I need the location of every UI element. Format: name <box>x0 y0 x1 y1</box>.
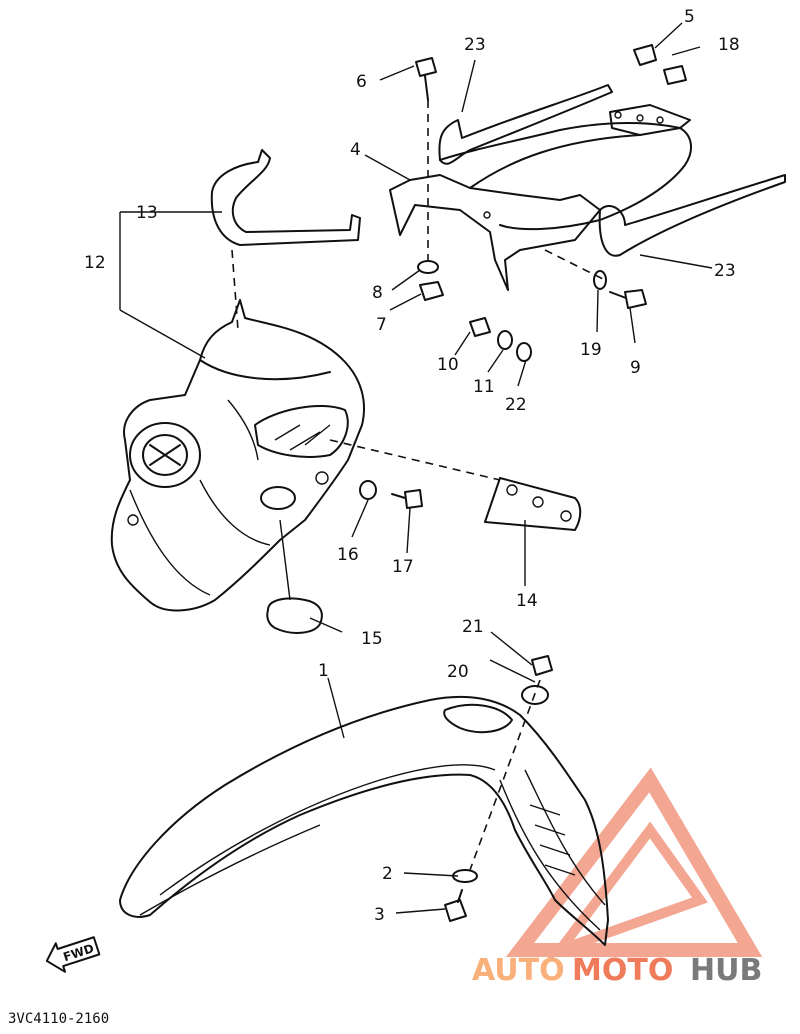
part-4-bracket <box>389 104 692 291</box>
label-11: 11 <box>473 377 495 397</box>
part-21-collar <box>531 655 553 676</box>
callout-labels: 1 2 3 4 5 6 7 8 9 10 11 12 13 14 15 16 1… <box>84 7 740 925</box>
watermark-logo-icon <box>505 767 763 961</box>
watermark-part-1: AUTO <box>472 953 565 988</box>
label-1: 1 <box>318 661 329 681</box>
part-23-mudflap-lower <box>598 174 786 257</box>
part-8-washer <box>417 260 439 274</box>
part-22-washer <box>516 342 532 362</box>
part-5-cap <box>633 44 657 66</box>
watermark-part-3: HUB <box>690 953 762 988</box>
part-17-bolt <box>391 489 423 509</box>
label-21: 21 <box>462 617 484 637</box>
part-6-bolt <box>415 57 437 101</box>
label-18: 18 <box>718 35 740 55</box>
part-23-mudflap-upper <box>438 84 613 165</box>
part-16-washer <box>359 480 377 500</box>
part-14-plate <box>484 477 582 531</box>
label-17: 17 <box>392 557 414 577</box>
part-7-nut <box>419 281 444 301</box>
label-15: 15 <box>361 629 383 649</box>
label-20: 20 <box>447 662 469 682</box>
label-5: 5 <box>684 7 695 27</box>
label-7: 7 <box>376 315 387 335</box>
label-19: 19 <box>580 340 602 360</box>
fwd-arrow-icon: FWD <box>45 936 101 973</box>
part-3-bolt <box>444 889 467 922</box>
label-9: 9 <box>630 358 641 378</box>
part-11-washer <box>497 330 513 350</box>
label-23-lower: 23 <box>714 261 736 281</box>
label-22: 22 <box>505 395 527 415</box>
assembly-lines <box>231 100 606 871</box>
diagram-code: 3VC4110-2160 <box>8 1011 109 1027</box>
part-18-cap <box>663 65 687 85</box>
part-1-front-fender <box>119 695 609 946</box>
label-23-upper: 23 <box>464 35 486 55</box>
label-3: 3 <box>374 905 385 925</box>
part-9-bolt <box>609 289 647 309</box>
label-8: 8 <box>372 283 383 303</box>
part-12-headlight-body <box>110 299 366 612</box>
watermark-part-2: MOTO <box>572 953 673 988</box>
part-19-washer <box>593 270 607 290</box>
part-13-clamp-band <box>210 149 361 246</box>
part-10-nut <box>469 317 491 337</box>
label-14: 14 <box>516 591 538 611</box>
label-4: 4 <box>350 140 361 160</box>
part-15-grommet <box>266 597 323 634</box>
leader-lines <box>119 22 713 914</box>
watermark: AUTO MOTO HUB <box>472 953 762 988</box>
label-16: 16 <box>337 545 359 565</box>
label-13: 13 <box>136 203 158 223</box>
label-12: 12 <box>84 253 106 273</box>
label-10: 10 <box>437 355 459 375</box>
label-2: 2 <box>382 864 393 884</box>
label-6: 6 <box>356 72 367 92</box>
